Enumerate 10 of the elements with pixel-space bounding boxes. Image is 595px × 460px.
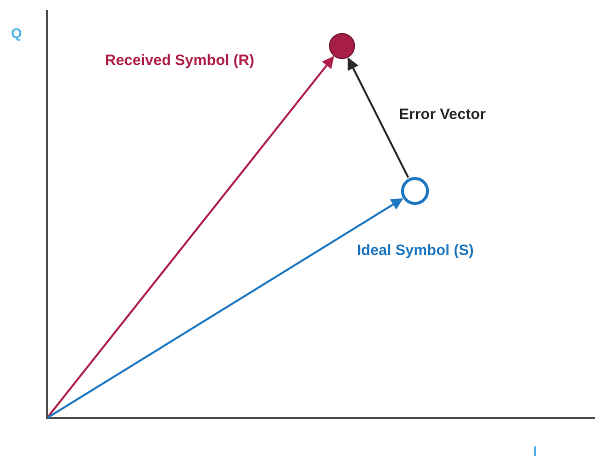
received-symbol-dot	[329, 33, 355, 59]
edge-label: Error Vector	[399, 106, 486, 123]
axis-label: I	[533, 443, 537, 459]
arrow	[46, 56, 334, 418]
edge-label: Received Symbol (R)	[105, 52, 254, 69]
ideal-symbol-dot	[401, 177, 429, 205]
arrow	[47, 198, 404, 418]
arrow	[347, 57, 410, 178]
axis-label: Q	[11, 25, 22, 41]
symbol-label: Ideal Symbol (S)	[357, 242, 474, 259]
